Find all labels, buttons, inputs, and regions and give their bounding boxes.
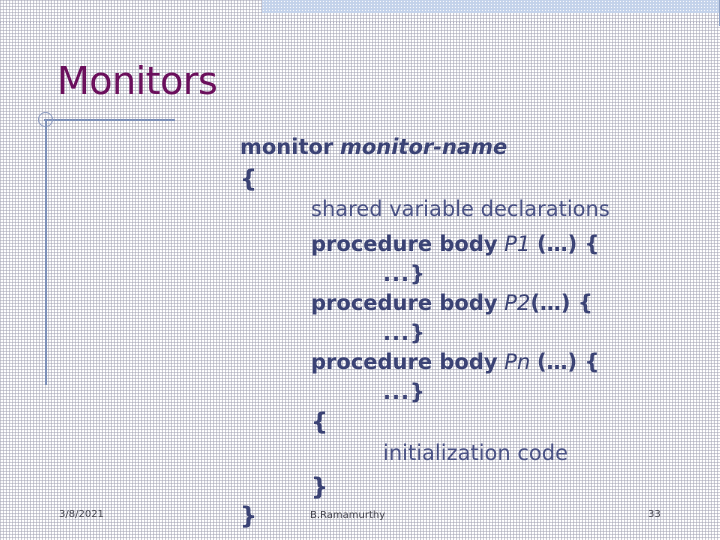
procedure-name-p1: P1	[504, 232, 531, 256]
code-line-procedure-pn: procedure body Pn (…) {	[311, 352, 599, 373]
page-title: Monitors	[57, 59, 218, 103]
procedure-name-p2: P2	[504, 291, 531, 315]
code-line-close-brace-init: }	[311, 473, 329, 501]
code-line-open-brace-init: {	[311, 408, 329, 436]
code-line-monitor-declaration: monitor monitor-name	[240, 137, 507, 158]
footer-author: B.Ramamurthy	[310, 510, 386, 521]
top-horizontal-rule	[0, 22, 720, 23]
code-line-body-pn: ...}	[383, 380, 426, 404]
code-line-body-p2: ...}	[383, 321, 426, 345]
code-line-initialization-code: initialization code	[383, 441, 569, 465]
procedure-args-pn: (…) {	[536, 350, 600, 374]
code-line-procedure-p2: procedure body P2(…) {	[311, 293, 593, 314]
vertical-spine-rule	[45, 119, 47, 385]
code-line-shared-declarations: shared variable declarations	[311, 197, 610, 221]
footer-date: 3/8/2021	[59, 509, 104, 520]
procedure-keyword-2: procedure body	[311, 291, 498, 315]
procedure-keyword-n: procedure body	[311, 350, 498, 374]
monitor-name: monitor-name	[339, 135, 508, 159]
procedure-args-p2: (…) {	[530, 291, 593, 315]
code-line-close-brace-outer: }	[240, 502, 258, 530]
footer-page-number: 33	[648, 509, 661, 520]
procedure-keyword-1: procedure body	[311, 232, 498, 256]
code-line-body-p1: ...}	[383, 262, 426, 286]
code-line-open-brace-outer: {	[240, 165, 258, 193]
monitor-keyword: monitor	[240, 135, 334, 159]
title-underline-rule	[44, 119, 175, 121]
top-decorative-band	[262, 0, 720, 13]
procedure-name-pn: Pn	[504, 350, 531, 374]
code-line-procedure-p1: procedure body P1 (…) {	[311, 234, 599, 255]
procedure-args-p1: (…) {	[537, 232, 600, 256]
